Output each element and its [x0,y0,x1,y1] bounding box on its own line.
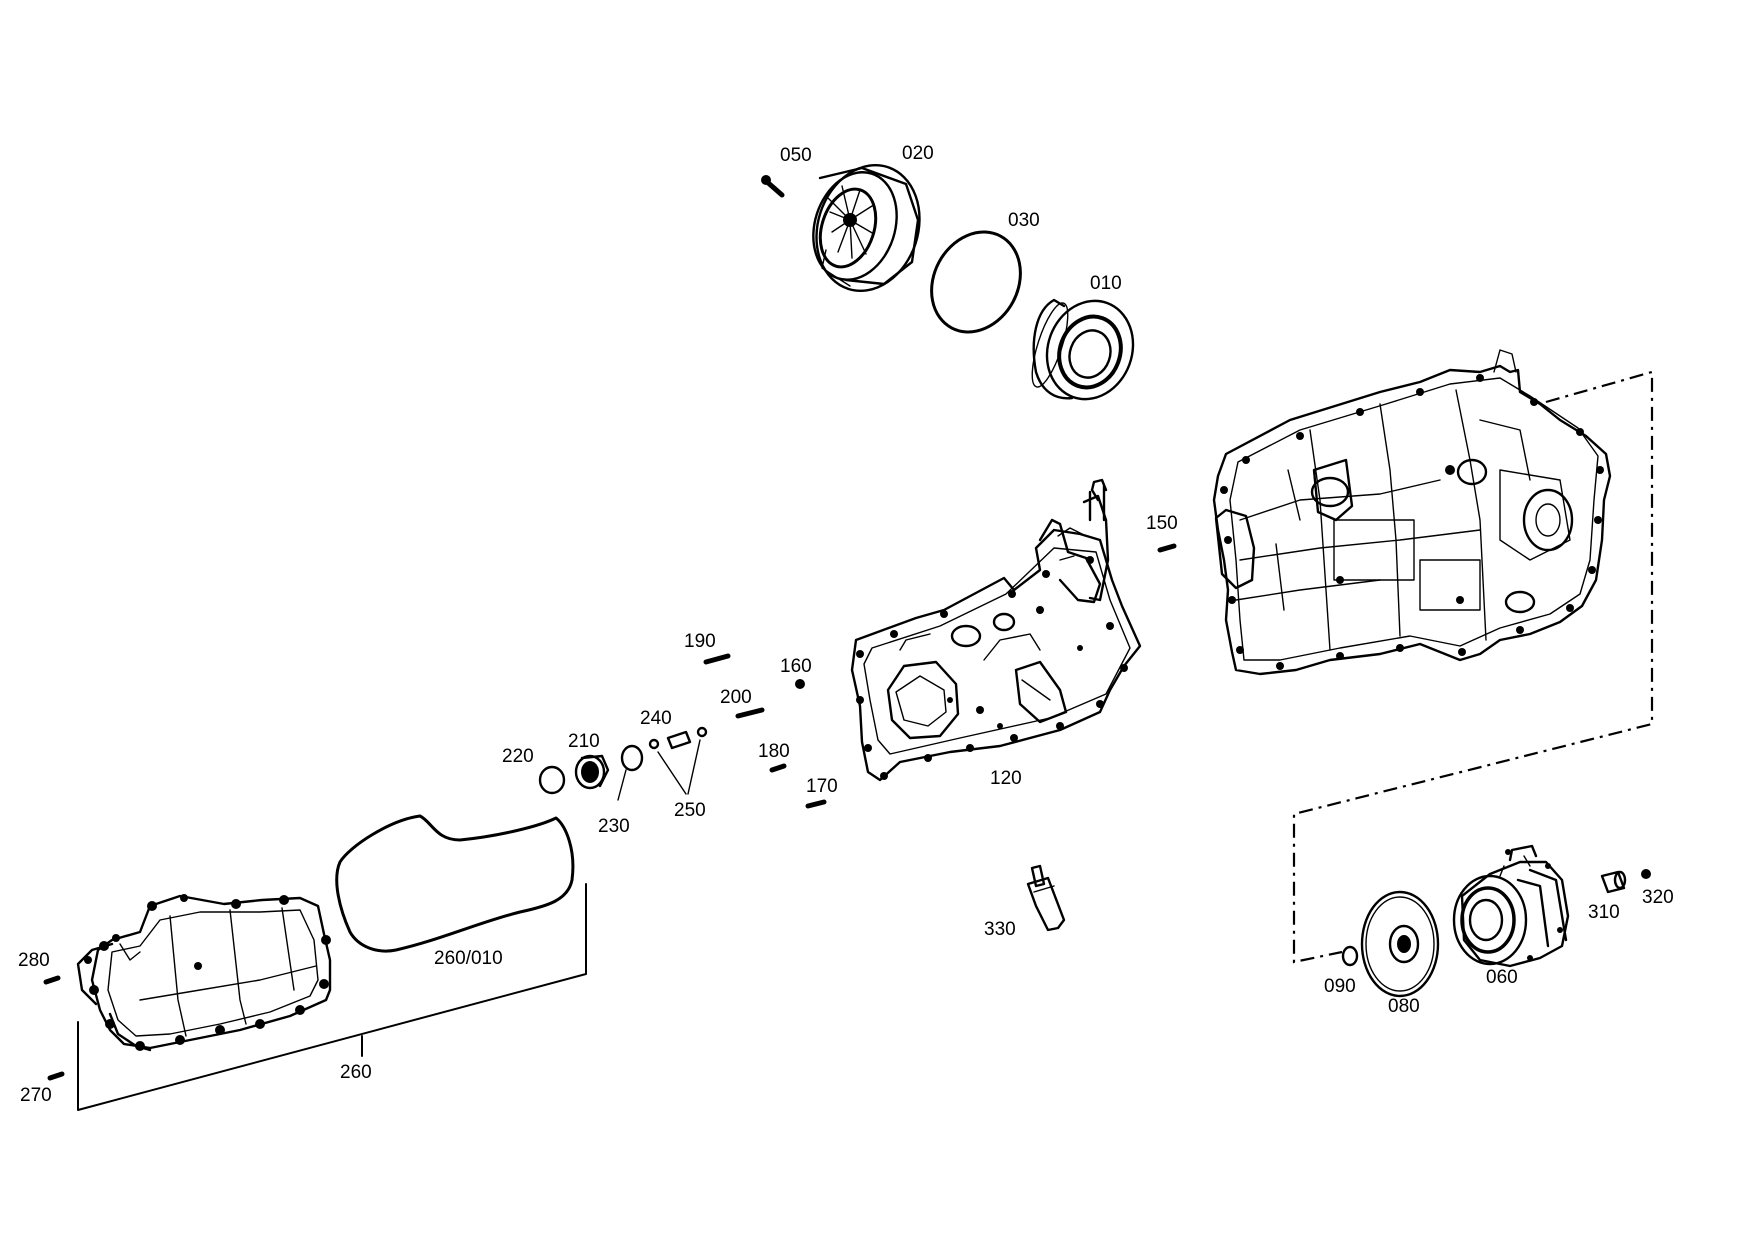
o-ring-230 [620,744,644,772]
o-ring-220 [538,765,566,795]
label-260: 260 [340,1062,372,1083]
plug-160 [795,679,805,689]
label-210: 210 [568,731,600,752]
pump-060 [1452,844,1570,968]
label-060: 060 [1486,967,1518,988]
label-240: 240 [640,708,672,729]
bearing-010 [1031,298,1135,401]
screw-200 [735,707,765,719]
label-310: 310 [1588,902,1620,923]
leader-lines-small [617,739,701,801]
label-320: 320 [1642,887,1674,908]
screw-180 [769,763,787,773]
label-120: 120 [990,768,1022,789]
bushing-310 [1600,870,1627,894]
label-250: 250 [674,800,706,821]
sensor-330 [1026,864,1066,932]
label-230: 230 [598,816,630,837]
label-270: 270 [20,1085,52,1106]
plug-320 [1641,869,1651,879]
screw-280 [43,975,61,985]
label-010: 010 [1090,273,1122,294]
circlip-090 [1341,945,1359,967]
dashed-leaders [1292,370,1654,964]
oil-pan-260 [76,894,332,1052]
label-330: 330 [984,919,1016,940]
gear-080 [1360,890,1440,998]
label-220: 220 [502,746,534,767]
label-090: 090 [1324,976,1356,997]
o-ring-030 [930,230,1022,334]
screw-190 [703,653,731,665]
small-parts [538,543,1177,809]
plug-210 [574,754,610,790]
valve-body-120 [850,478,1142,782]
label-190: 190 [684,631,716,652]
transmission-housing [1212,349,1612,676]
gasket-260-010 [335,814,575,953]
label-200: 200 [720,687,752,708]
callout-labels: 050 020 030 010 150 190 160 200 240 210 … [18,143,1674,1106]
label-080: 080 [1388,996,1420,1017]
label-160: 160 [780,656,812,677]
pump-cover-020 [812,164,921,292]
label-260-010: 260/010 [434,948,503,969]
screw-050 [761,175,785,198]
label-280: 280 [18,950,50,971]
label-050: 050 [780,145,812,166]
label-180: 180 [758,741,790,762]
screw-150 [1157,543,1177,553]
bracket-260 [77,883,587,1111]
label-170: 170 [806,776,838,797]
label-020: 020 [902,143,934,164]
parts-240 [648,726,708,750]
label-150: 150 [1146,513,1178,534]
screw-170 [805,799,827,809]
label-030: 030 [1008,210,1040,231]
screw-270 [47,1071,65,1081]
